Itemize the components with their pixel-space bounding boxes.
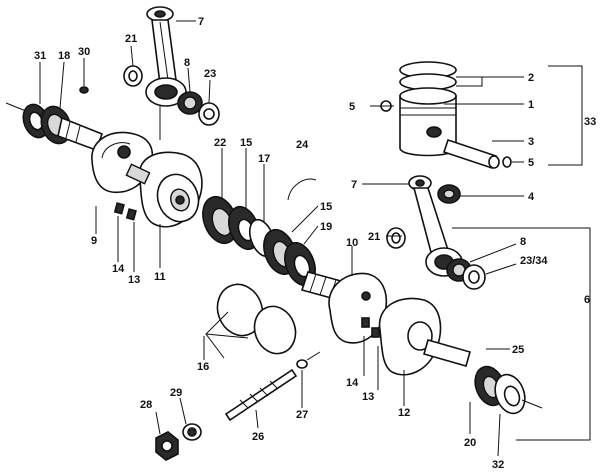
callout-9: 9 xyxy=(91,235,97,247)
callout-26: 26 xyxy=(252,431,264,443)
center-bearings xyxy=(202,178,317,287)
callout-15-lower: 15 xyxy=(320,201,332,213)
callout-24: 24 xyxy=(296,139,309,151)
callout-5-lower: 5 xyxy=(528,157,534,169)
piston-assembly xyxy=(380,61,512,170)
callout-14-right: 14 xyxy=(346,377,359,389)
callout-21-lower: 21 xyxy=(368,231,380,243)
callout-13-right: 13 xyxy=(362,391,374,403)
callout-23-34: 23/34 xyxy=(520,255,548,267)
connecting-rod-top xyxy=(123,6,220,140)
callout-16: 16 xyxy=(197,361,209,373)
callout-8: 8 xyxy=(184,57,190,69)
callout-20: 20 xyxy=(464,437,476,449)
callout-10: 10 xyxy=(346,237,358,249)
callout-31: 31 xyxy=(34,50,46,62)
callout-32: 32 xyxy=(492,459,504,471)
callout-28: 28 xyxy=(140,399,152,411)
callout-1: 1 xyxy=(528,99,534,111)
callout-27: 27 xyxy=(296,409,308,421)
callout-29: 29 xyxy=(170,387,182,399)
callout-23: 23 xyxy=(204,68,216,80)
left-crank-half xyxy=(5,86,203,228)
callout-17: 17 xyxy=(258,153,270,165)
callout-6: 6 xyxy=(584,294,590,306)
callout-21: 21 xyxy=(125,33,137,45)
callout-30: 30 xyxy=(78,46,90,58)
callout-2: 2 xyxy=(528,72,534,84)
callout-4: 4 xyxy=(528,191,535,203)
leader-lines xyxy=(39,20,591,457)
connecting-rod-lower xyxy=(386,175,486,290)
callout-7: 7 xyxy=(198,16,204,28)
callout-11: 11 xyxy=(154,271,166,283)
callout-13-left: 13 xyxy=(128,274,140,286)
callout-33: 33 xyxy=(584,116,596,128)
callout-19: 19 xyxy=(320,221,332,233)
callout-25: 25 xyxy=(512,344,524,356)
drive-shaft xyxy=(155,351,321,461)
callout-7-lower: 7 xyxy=(351,179,357,191)
right-crank-half xyxy=(300,271,543,415)
callout-22: 22 xyxy=(214,137,226,149)
callout-15-upper: 15 xyxy=(240,137,252,149)
callout-14-left: 14 xyxy=(112,263,125,275)
ring-set xyxy=(216,283,297,355)
callout-labels: 31 18 30 21 7 8 23 2 1 5 33 3 5 7 4 22 1… xyxy=(34,16,596,471)
callout-18: 18 xyxy=(58,50,70,62)
callout-5-upper: 5 xyxy=(349,101,355,113)
callout-8-lower: 8 xyxy=(520,236,526,248)
callout-3: 3 xyxy=(528,136,534,148)
callout-12: 12 xyxy=(398,407,410,419)
